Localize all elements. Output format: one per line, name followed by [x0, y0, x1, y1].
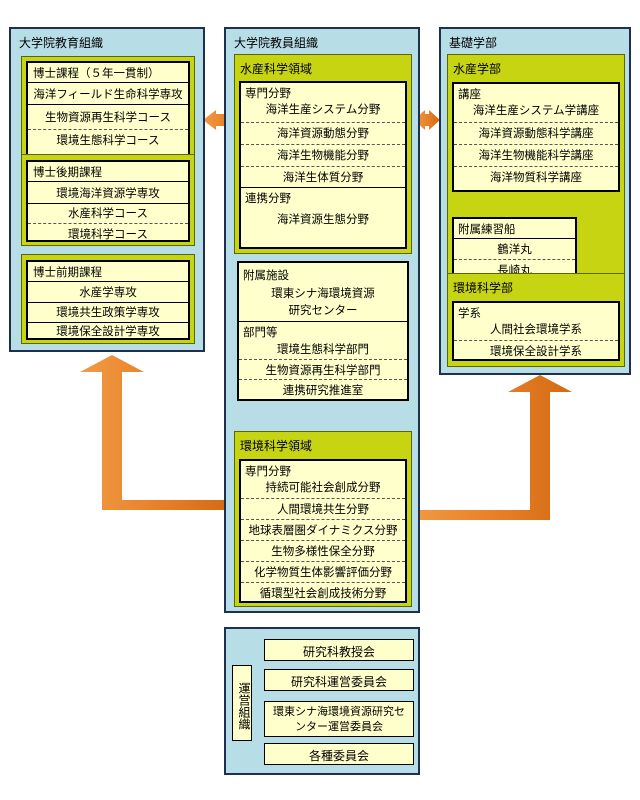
- dept-item: 生物資源再生科学部門: [239, 359, 407, 380]
- doctoral-late-group: 博士後期課程 環境海洋資源学専攻 水産科学コース 環境科学コース: [21, 154, 195, 246]
- environment-fields-box: 専門分野 持続可能社会創成分野 人間環境共生分野 地球表層圏ダイナミクス分野 生…: [239, 459, 407, 603]
- management-label: 運営組織: [237, 682, 251, 730]
- chair-item: 海洋物質科学講座: [454, 166, 618, 187]
- major-name: 海洋フィールド生命科学専攻: [28, 84, 188, 105]
- doctoral-5yr-header: 博士課程（５年一貫制）: [28, 63, 188, 83]
- doctoral-5yr-box: 博士課程（５年一貫制） 海洋フィールド生命科学専攻 生物資源再生科学コース 環境…: [26, 61, 190, 169]
- ship-label: 附属練習船: [454, 219, 575, 239]
- major-name: 環境共生政策学専攻: [28, 302, 188, 323]
- doctoral-late-header: 博士後期課程: [28, 162, 188, 182]
- research-center-name: 環東シナ海環境資源研究センター: [239, 285, 407, 319]
- chair-item: 海洋生産システム学講座: [472, 103, 600, 117]
- doctoral-early-box: 博士前期課程 水産学専攻 環境共生政策学専攻 環境保全設計学専攻: [26, 260, 190, 340]
- management-label-box: 運営組織: [232, 665, 252, 741]
- facility-label: 部門等: [239, 321, 407, 341]
- dept-item: 環境保全設計学系: [454, 340, 618, 361]
- field-item: 海洋資源動態分野: [241, 122, 405, 143]
- field-item: 海洋資源生態分野: [277, 212, 369, 226]
- field-item: 化学物質生体影響評価分野: [241, 561, 405, 582]
- field-label: 連携分野: [241, 187, 405, 207]
- doctoral-early-group: 博士前期課程 水産学専攻 環境共生政策学専攻 環境保全設計学専攻: [21, 254, 195, 344]
- env-faculty-group: 環境科学部 学系 人間社会環境学系 環境保全設計学系: [447, 273, 625, 367]
- course-name: 環境科学コース: [28, 223, 188, 244]
- committee-box: 研究科教授会: [264, 639, 414, 661]
- chair-label: 講座: [458, 87, 481, 101]
- course-name: 水産科学コース: [68, 206, 148, 220]
- training-ships-box: 附属練習船 鶴洋丸 長崎丸: [452, 217, 577, 281]
- committee-box: 各種委員会: [264, 743, 414, 765]
- committee-box: 環東シナ海環境資源研究センター運営委員会: [264, 701, 414, 737]
- major-name: 環境海洋資源学専攻: [28, 183, 188, 204]
- committee-box: 研究科運営委員会: [264, 669, 414, 691]
- facility-label: 附属施設: [243, 268, 289, 282]
- doctoral-late-box: 博士後期課程 環境海洋資源学専攻 水産科学コース 環境科学コース: [26, 160, 190, 242]
- field-item: 海洋生産システム分野: [265, 102, 381, 116]
- graduate-faculty-panel: 大学院教員組織 水産科学領域 専門分野 海洋生産システム分野 海洋資源動態分野 …: [224, 27, 420, 613]
- major-name: 水産学専攻: [28, 282, 188, 303]
- dept-item: 連携研究推進室: [239, 379, 407, 400]
- chair-item: 海洋資源動態科学講座: [454, 122, 618, 143]
- dept-label: 学系: [458, 306, 481, 320]
- arrow-env-to-left: [80, 355, 230, 510]
- field-label: 専門分野: [245, 86, 291, 100]
- field-item: 地球表層圏ダイナミクス分野: [241, 519, 405, 540]
- research-center-text: 環東シナ海環境資源研究センター: [271, 286, 375, 317]
- management-panel: 運営組織 研究科教授会 研究科運営委員会 環東シナ海環境資源研究センター運営委員…: [224, 627, 420, 775]
- doctoral-early-header: 博士前期課程: [28, 262, 188, 282]
- area-title: 水産科学領域: [240, 62, 313, 76]
- panel-title: 大学院教員組織: [234, 36, 319, 50]
- field-item: 人間環境共生分野: [241, 498, 405, 519]
- ship-item: 鶴洋丸: [497, 242, 532, 256]
- chairs-box: 講座 海洋生産システム学講座 海洋資源動態科学講座 海洋生物機能科学講座 海洋物…: [452, 82, 620, 192]
- field-item: 海洋生物機能分野: [241, 144, 405, 165]
- committee-name: 研究科教授会: [302, 645, 375, 659]
- committee-name: 研究科運営委員会: [290, 675, 387, 689]
- chair-item: 海洋生物機能科学講座: [454, 144, 618, 165]
- committee-name: 各種委員会: [308, 749, 369, 763]
- env-depts-box: 学系 人間社会環境学系 環境保全設計学系: [452, 301, 620, 361]
- area-title: 環境科学領域: [240, 439, 313, 453]
- environmental-science-area: 環境科学領域 専門分野 持続可能社会創成分野 人間環境共生分野 地球表層圏ダイナ…: [234, 431, 412, 607]
- graduate-education-panel: 大学院教育組織 博士課程（５年一貫制） 海洋フィールド生命科学専攻 生物資源再生…: [9, 27, 205, 352]
- arrow-env-to-right: [410, 375, 572, 520]
- field-item: 持続可能社会創成分野: [265, 480, 381, 494]
- undergraduate-panel: 基礎学部 水産学部 講座 海洋生産システム学講座 海洋資源動態科学講座 海洋生物…: [439, 27, 631, 375]
- dept-item: 人間社会環境学系: [490, 322, 582, 336]
- field-label: 専門分野: [245, 464, 291, 478]
- major-name: 環境保全設計学専攻: [56, 324, 160, 338]
- panel-title: 大学院教育組織: [19, 36, 104, 50]
- fisheries-fields-box: 専門分野 海洋生産システム分野 海洋資源動態分野 海洋生物機能分野 海洋生体質分…: [239, 81, 407, 249]
- faculty-title: 環境科学部: [453, 281, 514, 295]
- field-item: 海洋生体質分野: [241, 166, 405, 187]
- committee-name: 環東シナ海環境資源研究センター運営委員会: [273, 705, 405, 733]
- field-item: 循環型社会創成技術分野: [241, 582, 405, 603]
- fisheries-faculty-group: 水産学部 講座 海洋生産システム学講座 海洋資源動態科学講座 海洋生物機能科学講…: [447, 54, 625, 286]
- arrow-center-right: [414, 110, 440, 130]
- course-name: 生物資源再生科学コース: [45, 110, 171, 124]
- course-name: 環境生態科学コース: [28, 129, 188, 150]
- dept-item: 環境生態科学部門: [277, 342, 369, 356]
- field-item: 生物多様性保全分野: [241, 540, 405, 561]
- panel-title: 基礎学部: [449, 36, 498, 50]
- fisheries-science-area: 水産科学領域 専門分野 海洋生産システム分野 海洋資源動態分野 海洋生物機能分野…: [234, 54, 412, 254]
- attached-facilities-box: 附属施設 環東シナ海環境資源研究センター 部門等 環境生態科学部門 生物資源再生…: [237, 261, 409, 401]
- faculty-title: 水産学部: [453, 62, 502, 76]
